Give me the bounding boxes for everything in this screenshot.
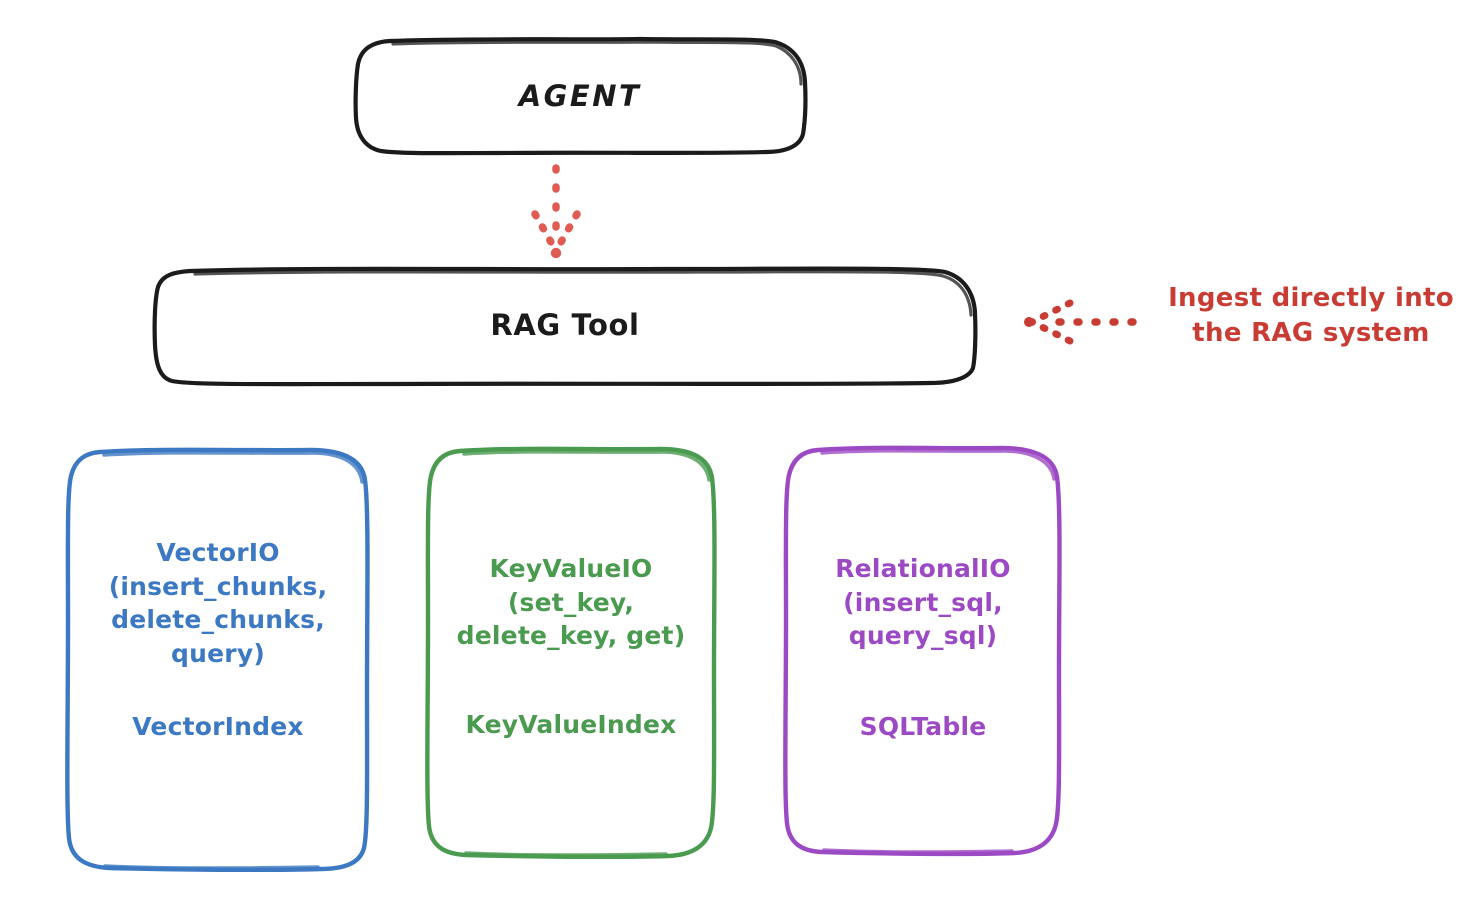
vector-box-sketch-pass [102,451,364,484]
keyvalue-box-sketch-pass-bottom [464,851,668,857]
vector-index-label: VectorIndex [132,712,304,741]
arrowhead-tip [550,247,562,259]
connector-agent-to-rag-tool [531,164,581,259]
relational-io-api-label: RelationalIO (insert_sql, query_sql) [835,554,1011,650]
relational-box-sketch-pass [820,449,1056,481]
relational-box-sketch-pass-bottom [822,848,1014,854]
keyvalue-box-sketch-pass [462,450,711,482]
keyvalue-box-outline [425,446,717,860]
arrowhead-tip-left [1024,317,1034,327]
connector-annotation-to-rag-tool [1024,299,1137,345]
arrowhead-lower-stroke [1028,318,1074,345]
rag-tool-node[interactable] [152,266,978,387]
provider-node-relational[interactable] [783,445,1062,857]
vector-box-sketch-pass-bottom [103,864,320,870]
keyvalue-io-api-label: KeyValueIO (set_key, delete_key, get) [456,554,686,650]
sql-table-label: SQLTable [859,712,987,741]
relational-box-outline [783,445,1062,857]
ingest-annotation-text: Ingest directly into the RAG system [1168,283,1454,349]
agent-label: AGENT [518,79,642,113]
agent-node[interactable] [353,36,808,156]
agent-box-sketch-pass [391,40,803,86]
rag-tool-label: RAG Tool [490,308,640,342]
provider-node-keyvalue[interactable] [425,446,717,860]
vector-box-outline [65,447,370,873]
agent-box-outline [353,36,808,156]
keyvalue-index-label: KeyValueIndex [465,710,677,739]
provider-node-vector[interactable] [65,447,370,873]
arrowhead-upper-stroke [1028,299,1074,326]
rag-tool-box-outline [152,266,978,387]
arrowhead-left-stroke [531,210,560,255]
arrowhead-right-stroke [552,210,581,255]
rag-tool-box-sketch-pass [193,270,973,317]
vector-io-api-label: VectorIO (insert_chunks, delete_chunks, … [108,538,328,668]
